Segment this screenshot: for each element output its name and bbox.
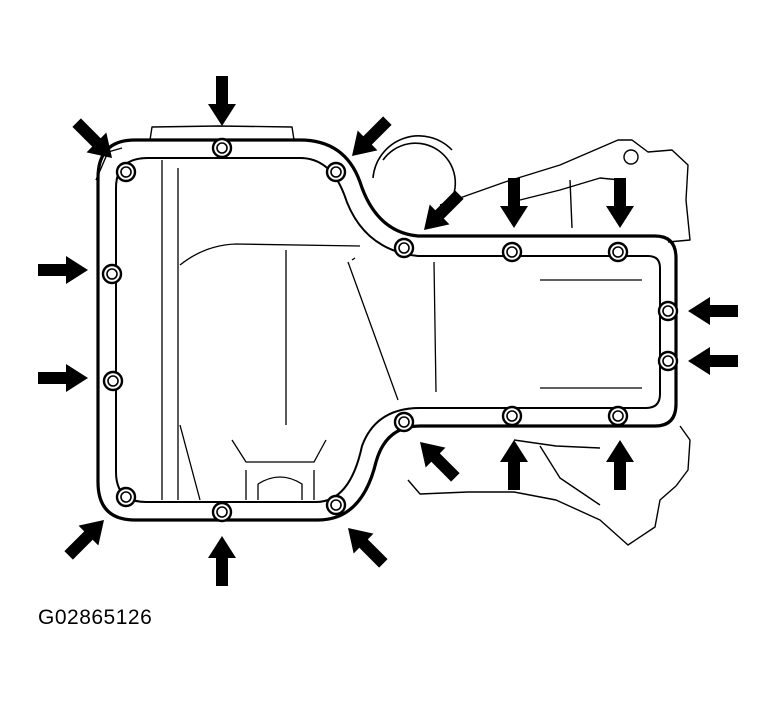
bolt-head [115, 486, 137, 508]
bolt-head [607, 405, 629, 427]
bolt-head [101, 263, 123, 285]
engine-block-outline [95, 125, 691, 546]
bolt-head [211, 137, 233, 159]
arrow-icon [352, 116, 392, 156]
bolt-head [102, 370, 124, 392]
filler-boss [372, 135, 457, 207]
bolt-head [325, 494, 347, 516]
arrow-icon [420, 442, 460, 482]
arrow-icon [606, 178, 634, 228]
bolt-head [501, 405, 523, 427]
oil-pan-flange-outer [96, 138, 678, 522]
arrow-icon [688, 297, 738, 325]
bolt-head [657, 350, 679, 372]
oil-pan-internal-details [161, 160, 642, 501]
bolt-group [101, 137, 679, 523]
arrow-group [38, 76, 738, 586]
arrow-icon [38, 364, 88, 392]
bolt-head [393, 237, 415, 259]
bolt-head [393, 411, 415, 433]
arrow-icon [348, 528, 388, 568]
arrow-icon [606, 440, 634, 490]
arrow-icon [500, 440, 528, 490]
arrow-icon [208, 76, 236, 126]
bolt-head [501, 241, 523, 263]
bolt-head [657, 300, 679, 322]
arrow-icon [688, 347, 738, 375]
figure-id-label: G02865126 [38, 606, 153, 629]
bolt-head [325, 161, 347, 183]
arrow-icon [38, 256, 88, 284]
arrow-icon [500, 178, 528, 228]
arrow-icon [424, 190, 464, 230]
oil-pan-flange-inner [115, 157, 661, 503]
bolt-head [115, 161, 137, 183]
bolt-head [607, 241, 629, 263]
bolt-head [211, 501, 233, 523]
arrow-icon [72, 118, 112, 158]
arrow-icon [208, 536, 236, 586]
arrow-icon [64, 520, 104, 560]
